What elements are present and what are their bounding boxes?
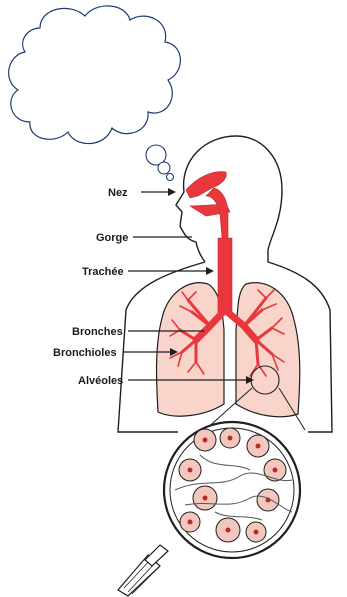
label-bronches-text: Bronches <box>72 326 123 338</box>
label-alveoles-text: Alvéoles <box>78 375 123 387</box>
label-nez: Nez <box>108 187 176 199</box>
magnifying-glass-icon <box>118 422 300 596</box>
label-trachee: Trachée <box>82 266 214 278</box>
label-nez-text: Nez <box>108 187 128 199</box>
label-gorge: Gorge <box>96 232 192 244</box>
label-trachee-text: Trachée <box>82 266 124 278</box>
label-gorge-text: Gorge <box>96 232 128 244</box>
label-bronchioles-text: Bronchioles <box>53 347 117 359</box>
thought-cloud-icon <box>9 6 181 181</box>
